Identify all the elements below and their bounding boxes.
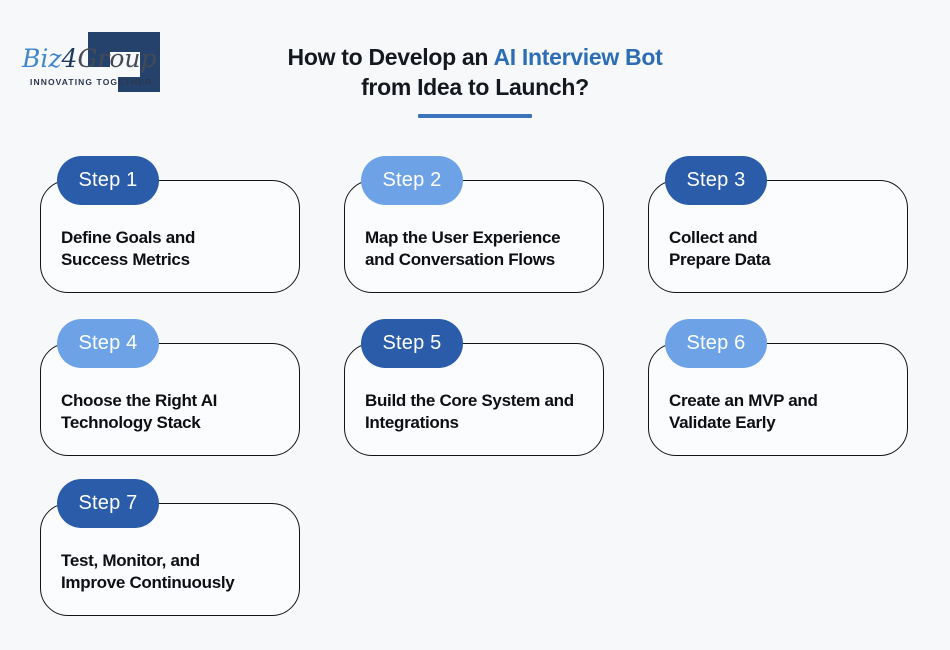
brand-logo: Biz4Group INNOVATING TOGETHER <box>20 14 180 109</box>
brand-wordmark: Biz4Group <box>22 44 172 74</box>
brand-tagline: INNOVATING TOGETHER <box>30 77 153 87</box>
title-line1-text: How to Develop an <box>287 44 489 70</box>
step-card-2: Step 2 Map the User Experience and Conve… <box>344 156 604 293</box>
brand-name-digit: 4 <box>61 44 78 73</box>
page-title: How to Develop an AI Interview Bot from … <box>0 42 950 118</box>
step-1-label: Step 1 <box>78 169 138 191</box>
step-2-description: Map the User Experience and Conversation… <box>365 228 561 269</box>
brand-name-prefix: Biz <box>22 44 62 73</box>
step-4-badge: Step 4 <box>57 319 159 368</box>
brand-square-icon <box>88 32 160 92</box>
step-card-5: Step 5 Build the Core System and Integra… <box>344 319 604 456</box>
brand-name-suffix: Group <box>77 44 157 73</box>
step-2-badge: Step 2 <box>361 156 463 205</box>
step-6-badge: Step 6 <box>665 319 767 368</box>
step-3-label: Step 3 <box>686 169 746 191</box>
step-card-1: Step 1 Define Goals and Success Metrics <box>40 156 300 293</box>
step-5-description: Build the Core System and Integrations <box>365 391 574 432</box>
step-card-7: Step 7 Test, Monitor, and Improve Contin… <box>40 479 300 616</box>
step-2-label: Step 2 <box>382 169 442 191</box>
step-card-4: Step 4 Choose the Right AI Technology St… <box>40 319 300 456</box>
step-3-description: Collect and Prepare Data <box>669 228 771 269</box>
step-card-3: Step 3 Collect and Prepare Data <box>648 156 908 293</box>
step-1-badge: Step 1 <box>57 156 159 205</box>
step-3-badge: Step 3 <box>665 156 767 205</box>
step-4-description: Choose the Right AI Technology Stack <box>61 391 218 432</box>
title-highlight-text: AI Interview Bot <box>493 44 663 70</box>
step-5-label: Step 5 <box>382 332 442 354</box>
step-1-description: Define Goals and Success Metrics <box>61 228 196 269</box>
step-card-6: Step 6 Create an MVP and Validate Early <box>648 319 908 456</box>
step-6-description: Create an MVP and Validate Early <box>669 391 818 432</box>
title-line-1: How to Develop an AI Interview Bot <box>0 42 950 72</box>
title-line-2: from Idea to Launch? <box>361 74 589 100</box>
step-7-badge: Step 7 <box>57 479 159 528</box>
step-7-label: Step 7 <box>78 492 138 514</box>
title-underline-rule <box>418 114 532 118</box>
step-5-badge: Step 5 <box>361 319 463 368</box>
step-7-description: Test, Monitor, and Improve Continuously <box>61 551 235 592</box>
step-4-label: Step 4 <box>78 332 138 354</box>
step-6-label: Step 6 <box>686 332 746 354</box>
